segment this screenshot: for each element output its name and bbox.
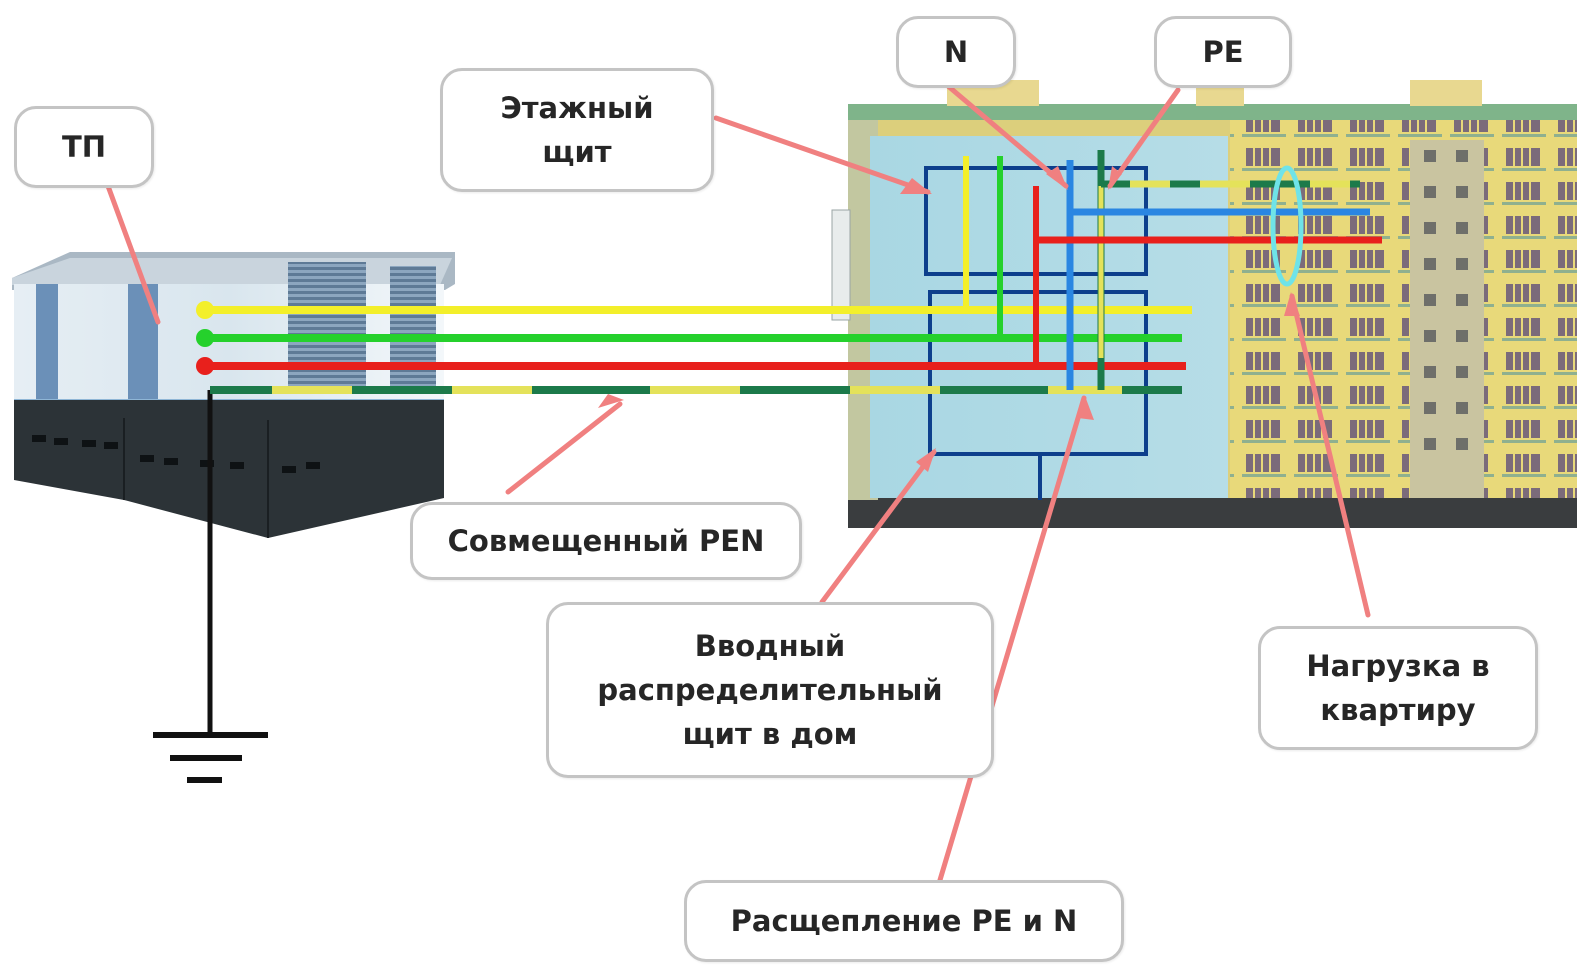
label-pe-text: PE <box>1202 35 1244 69</box>
label-pe-n-split: Расщепление PE и N <box>684 880 1124 962</box>
load-highlight-ellipse <box>1270 165 1304 287</box>
label-apartment-load: Нагрузка в квартиру <box>1258 626 1538 750</box>
ground-symbol-icon <box>153 732 268 783</box>
label-pe-n-split-text: Расщепление PE и N <box>730 904 1078 938</box>
label-n-text: N <box>943 35 969 69</box>
label-input-panel-line3: щит в дом <box>682 717 858 751</box>
terminal-dots <box>196 301 214 375</box>
label-pe: PE <box>1154 16 1292 88</box>
label-floor-panel-line1: Этажный <box>500 91 654 125</box>
label-floor-panel-line2: щит <box>542 135 612 169</box>
pointer-arrowheads <box>598 166 1300 472</box>
label-apartment-load-line2: квартиру <box>1320 693 1476 727</box>
label-pen: Совмещенный PEN <box>410 502 802 580</box>
label-n: N <box>896 16 1016 88</box>
label-tp-text: ТП <box>61 130 107 164</box>
label-pen-text: Совмещенный PEN <box>447 524 765 558</box>
label-input-panel: Вводный распределительный щит в дом <box>546 602 994 778</box>
transformer-substation-icon <box>12 252 455 538</box>
label-floor-panel: Этажный щит <box>440 68 714 192</box>
label-tp: ТП <box>14 106 154 188</box>
label-apartment-load-line1: Нагрузка в <box>1306 649 1490 683</box>
pointer-lines <box>105 83 1371 883</box>
label-input-panel-line1: Вводный <box>694 629 846 663</box>
label-input-panel-line2: распределительный <box>597 673 943 707</box>
